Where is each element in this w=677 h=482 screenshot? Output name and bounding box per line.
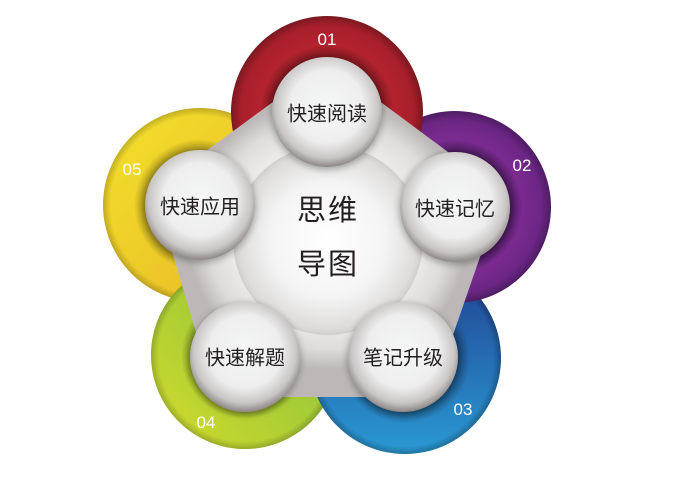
node-number-01: 01: [317, 30, 337, 49]
node-number-02: 02: [512, 156, 532, 175]
node-label-05: 快速应用: [160, 194, 240, 219]
center-title-line2: 导图: [296, 247, 360, 281]
node-ball-02: [400, 152, 510, 262]
node-label-03: 笔记升级: [363, 345, 443, 370]
node-number-04: 04: [196, 413, 216, 432]
node-number-03: 03: [453, 400, 473, 419]
center-title-line1: 思维: [296, 193, 360, 227]
center-glow: [233, 145, 423, 335]
node-ball-05: [145, 150, 255, 260]
node-label-01: 快速阅读: [287, 101, 367, 126]
node-label-04: 快速解题: [205, 345, 285, 370]
node-ball-03: [348, 302, 458, 412]
node-label-02: 快速记忆: [415, 196, 495, 221]
node-ball-04: [190, 302, 300, 412]
node-number-05: 05: [122, 160, 142, 179]
node-ball-01: [272, 57, 382, 167]
